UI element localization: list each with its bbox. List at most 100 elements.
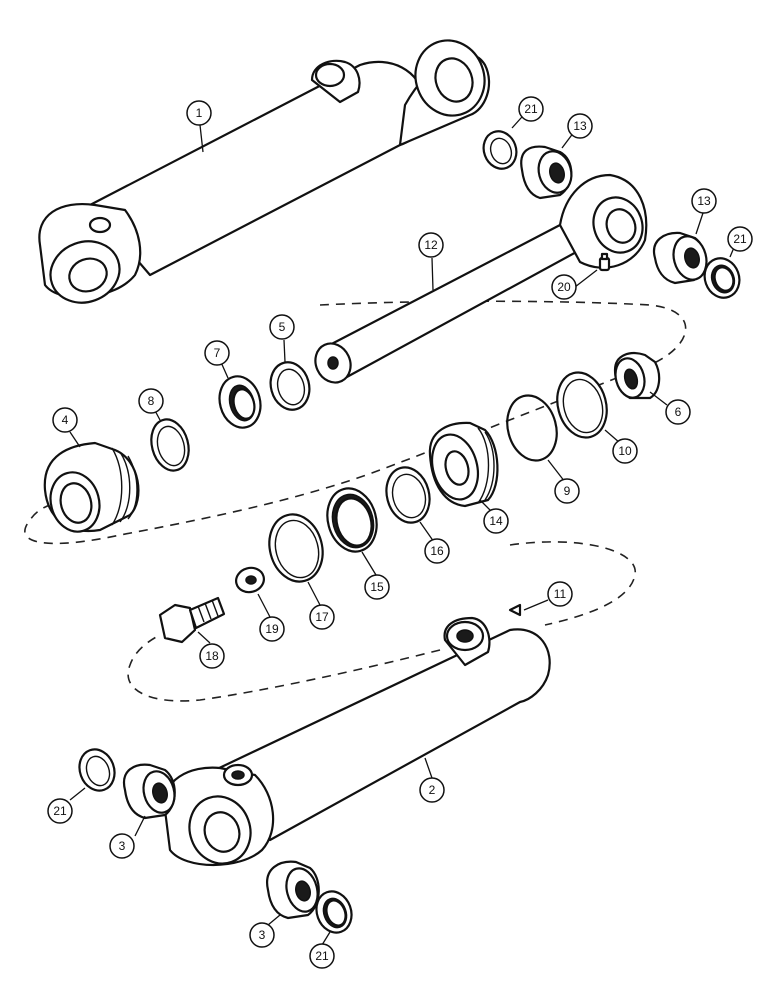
- callout-c6: 6: [665, 399, 691, 425]
- ring-16: [385, 466, 431, 524]
- callout-c10: 10: [612, 438, 638, 464]
- callouts: 1233456789101112131314151617181920212121…: [47, 96, 753, 969]
- callout-number: 13: [573, 119, 587, 133]
- callout-c8: 8: [138, 388, 164, 414]
- callout-number: 12: [424, 238, 438, 252]
- callout-number: 11: [554, 587, 567, 601]
- callout-number: 20: [557, 280, 571, 294]
- ring-15: [326, 487, 378, 553]
- callout-number: 21: [733, 232, 747, 246]
- callout-number: 16: [430, 544, 444, 558]
- callout-number: 19: [265, 622, 279, 636]
- washer-19: [235, 566, 265, 594]
- callout-number: 10: [618, 444, 632, 458]
- callout-circle: [691, 188, 717, 214]
- callout-c2: 2: [419, 777, 445, 803]
- seal-7: [218, 375, 262, 429]
- callout-circle: [612, 438, 638, 464]
- callout-c16: 16: [424, 538, 450, 564]
- plug-11: [508, 603, 522, 617]
- wear-ring-21-upper-a: [482, 130, 518, 170]
- callout-circle: [727, 226, 753, 252]
- callout-c13a: 13: [567, 113, 593, 139]
- bearing-6: [613, 352, 661, 400]
- callout-circle: [269, 314, 295, 340]
- callout-number: 2: [429, 783, 436, 797]
- callout-circle: [567, 113, 593, 139]
- leader-lines: [69, 107, 739, 946]
- callout-c21c: 21: [47, 798, 73, 824]
- cylinder-barrel-upper: [38, 39, 490, 304]
- callout-number: 21: [315, 949, 329, 963]
- callout-circle: [554, 478, 580, 504]
- callout-circle: [186, 100, 212, 126]
- callout-circle: [204, 340, 230, 366]
- callout-number: 18: [205, 649, 219, 663]
- callout-circle: [419, 777, 445, 803]
- callout-c21d: 21: [309, 943, 335, 969]
- callout-circle: [518, 96, 544, 122]
- callout-circle: [52, 407, 78, 433]
- callout-circle: [551, 274, 577, 300]
- callout-c17: 17: [309, 604, 335, 630]
- callout-number: 15: [370, 580, 384, 594]
- callout-number: 9: [564, 484, 571, 498]
- callout-number: 8: [148, 394, 155, 408]
- callout-number: 4: [62, 413, 69, 427]
- callout-c5: 5: [269, 314, 295, 340]
- bushing-3-lower-a: [122, 763, 176, 820]
- grease-fitting-20: [598, 252, 611, 272]
- ring-17: [268, 513, 324, 583]
- callout-circle: [364, 574, 390, 600]
- callout-c3b: 3: [249, 922, 275, 948]
- callout-c13b: 13: [691, 188, 717, 214]
- callout-circle: [424, 538, 450, 564]
- wear-ring-21-lower-b: [315, 890, 353, 934]
- callout-number: 17: [315, 610, 329, 624]
- callout-number: 14: [489, 514, 503, 528]
- callout-number: 6: [675, 405, 682, 419]
- o-ring-9: [506, 394, 558, 462]
- wear-ring-21-upper-b: [703, 257, 741, 299]
- callout-c7: 7: [204, 340, 230, 366]
- callout-c1: 1: [186, 100, 212, 126]
- callout-c18: 18: [199, 643, 225, 669]
- callout-number: 1: [196, 106, 203, 120]
- callout-circle: [259, 616, 285, 642]
- callout-c11: 11: [547, 581, 573, 607]
- callout-c3a: 3: [109, 833, 135, 859]
- callout-circle: [138, 388, 164, 414]
- callout-c12: 12: [418, 232, 444, 258]
- callout-circle: [483, 508, 509, 534]
- dashed-group-outline-lower: [127, 541, 636, 702]
- callout-circle: [418, 232, 444, 258]
- piston-rod: [314, 173, 648, 384]
- callout-c21b: 21: [727, 226, 753, 252]
- callout-c14: 14: [483, 508, 509, 534]
- wear-ring-21-lower-a: [78, 748, 116, 792]
- callout-circle: [249, 922, 275, 948]
- callout-circle: [47, 798, 73, 824]
- bushing-13-upper-a: [520, 145, 573, 200]
- ring-10: [556, 371, 608, 439]
- callout-circle: [665, 399, 691, 425]
- callout-c21a: 21: [518, 96, 544, 122]
- gland-4: [43, 441, 140, 533]
- callout-number: 7: [214, 346, 221, 360]
- backup-ring-8: [150, 418, 190, 472]
- callout-circle: [309, 943, 335, 969]
- callout-number: 13: [697, 194, 711, 208]
- piston-14: [428, 421, 499, 508]
- callout-number: 3: [119, 839, 126, 853]
- callout-number: 21: [524, 102, 538, 116]
- callout-c4: 4: [52, 407, 78, 433]
- callout-c9: 9: [554, 478, 580, 504]
- bushing-13-upper-b: [652, 231, 708, 285]
- callout-circle: [199, 643, 225, 669]
- callout-number: 3: [259, 928, 266, 942]
- callout-c20: 20: [551, 274, 577, 300]
- callout-circle: [109, 833, 135, 859]
- callout-number: 5: [279, 320, 286, 334]
- wiper-5: [269, 361, 311, 411]
